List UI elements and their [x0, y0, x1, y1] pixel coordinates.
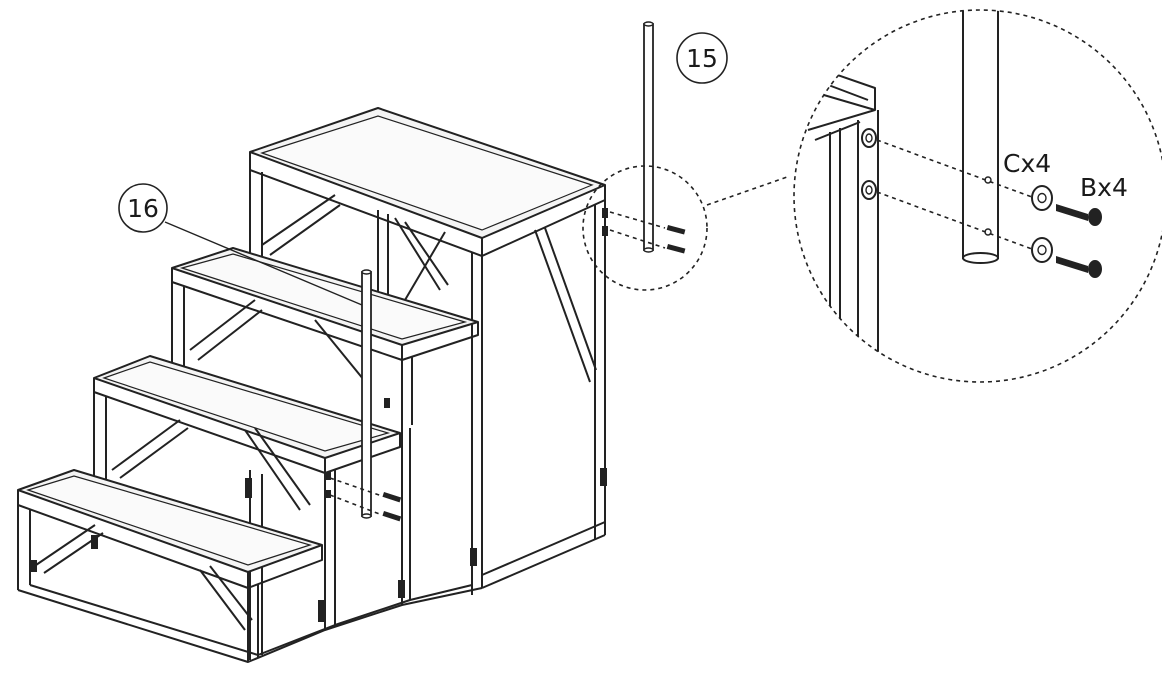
part-number-16: 16 [127, 194, 159, 223]
magnifier-callout: Cx4 Bx4 [582, 9, 1162, 383]
step-1 [17, 469, 323, 662]
detail-view [793, 9, 1162, 383]
top-platform [249, 107, 606, 595]
handrail-post-16 [164, 221, 402, 522]
label-qty-b: Bx4 [1080, 173, 1128, 202]
step-3 [171, 247, 479, 430]
handrail-post-15 [609, 21, 686, 254]
label-qty-c: Cx4 [1003, 149, 1051, 178]
staircase-frame [17, 107, 608, 663]
callout-part-15: 15 [676, 32, 728, 84]
bolt-icon [666, 225, 686, 254]
bolt-icon [382, 492, 402, 522]
part-number-15: 15 [686, 44, 718, 73]
callout-part-16: 16 [118, 183, 168, 233]
bottom-rails [17, 208, 608, 663]
bolt-icon [1056, 204, 1102, 278]
washer-icon [1031, 185, 1053, 263]
